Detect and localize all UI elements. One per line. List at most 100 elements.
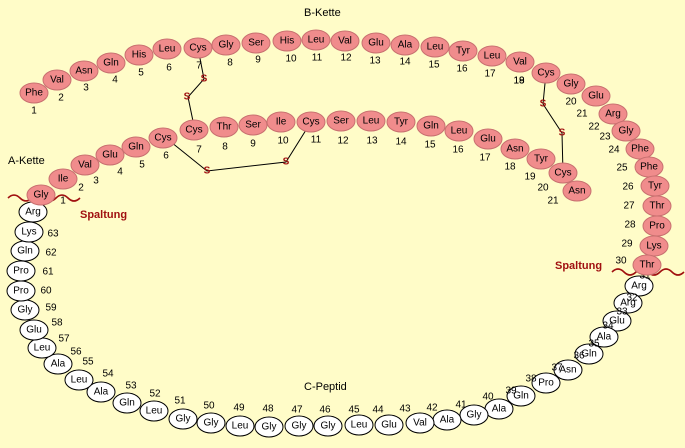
residue-label: Thr (650, 201, 666, 212)
sulfur-a7: S (184, 92, 191, 103)
residue-label: Gly (321, 421, 336, 432)
residue-label: Gly (204, 418, 219, 429)
residue-label: Cys (154, 133, 171, 144)
residue-ellipse (26, 184, 56, 206)
residue-ellipse (313, 415, 343, 437)
residue-ellipse (95, 144, 125, 166)
residue-number: 23 (599, 132, 611, 143)
residue-label: His (132, 50, 146, 61)
c-peptide-residue-58: Gly (10, 299, 40, 321)
residue-ellipse (152, 38, 182, 60)
b-chain-residue-11: Leu (301, 29, 331, 51)
b-chain-residue-12: Val (330, 30, 360, 52)
residue-label: Ala (51, 359, 66, 370)
residue-label: Cys (537, 68, 554, 79)
b-chain-residue-25: Phe (634, 156, 664, 178)
residue-number: 15 (424, 140, 436, 151)
b-chain-residue-21: Glu (581, 85, 611, 107)
a-chain-residue-9: Ser (238, 114, 268, 136)
residue-ellipse (356, 110, 386, 132)
residue-label: Cys (185, 125, 202, 136)
residue-number: 26 (622, 182, 634, 193)
residue-label: His (280, 36, 294, 47)
residue-number: 19 (524, 172, 536, 183)
residue-ellipse (86, 381, 116, 403)
residue-number: 47 (291, 405, 303, 416)
residue-number: 8 (227, 58, 233, 69)
residue-ellipse (301, 29, 331, 51)
residue-number: 44 (372, 405, 384, 416)
a-chain-residue-17: Glu (473, 128, 503, 150)
residue-number: 7 (196, 145, 202, 156)
residue-number: 4 (112, 75, 118, 86)
residue-number: 49 (233, 403, 245, 414)
a-chain-residue-1: Gly (26, 184, 56, 206)
residue-label: Ser (245, 120, 261, 131)
residue-label: Glu (381, 420, 397, 431)
residue-number: 59 (45, 303, 57, 314)
c-peptide-residue-48: Leu (225, 415, 255, 437)
residue-ellipse (124, 44, 154, 66)
b-chain-residue-8: Gly (211, 34, 241, 56)
residue-label: Leu (146, 406, 163, 417)
residue-label: Ala (440, 415, 455, 426)
c-peptide-residues: Arg31Arg32Glu33Ala34Gln35Asn36Pro37Gln38… (6, 201, 654, 438)
c-peptide-residue-50: Gly (168, 408, 198, 430)
residue-label: Ile (276, 117, 287, 128)
residue-label: Pro (538, 378, 554, 389)
residue-label: Gly (619, 126, 634, 137)
residue-number: 38 (525, 374, 537, 385)
residue-label: Tyr (456, 46, 471, 57)
b-chain-residue-9: Ser (241, 32, 271, 54)
residue-label: Gly (262, 422, 277, 433)
a-chain-residue-11: Cys (296, 111, 326, 133)
residue-label: Gly (467, 410, 482, 421)
residue-number: 5 (139, 160, 145, 171)
residue-label: Val (338, 36, 352, 47)
residue-number: 58 (51, 318, 63, 329)
residue-label: Gln (119, 398, 135, 409)
residue-ellipse (390, 34, 420, 56)
residue-number: 46 (319, 405, 331, 416)
c-peptide-residue-37: Pro (531, 372, 561, 394)
b-chain-residue-16: Tyr (448, 40, 478, 62)
residue-number: 8 (222, 142, 228, 153)
residue-ellipse (96, 52, 126, 74)
residue-ellipse (632, 254, 662, 276)
b-chain-residue-22: Arg (598, 103, 628, 125)
residue-label: Gln (581, 349, 597, 360)
residue-ellipse (416, 115, 446, 137)
residue-number: 52 (149, 389, 161, 400)
residue-ellipse (296, 111, 326, 133)
c-peptide-residue-40: Gly (459, 404, 489, 426)
a-chain-residue-21: Asn (562, 180, 592, 202)
residue-number: 15 (428, 60, 440, 71)
c-peptide-residue-43: Glu (374, 414, 404, 436)
residue-label: Val (78, 160, 92, 171)
a-chain-residues: Gly1Ile2Val3Glu4Gln5Cys6Cys7Thr8Ser9Ile1… (26, 110, 592, 207)
b-chain-residue-18: Val (505, 51, 535, 73)
residue-number: 28 (624, 220, 636, 231)
c-peptide-residue-51: Leu (139, 400, 169, 422)
residue-number: 53 (125, 381, 137, 392)
c-peptide-residue-57: Glu (19, 319, 49, 341)
disulfide-bonds (165, 47, 564, 174)
residue-number: 6 (166, 63, 172, 74)
b-chain-residue-24: Phe (625, 138, 655, 160)
a-chain-residue-13: Leu (356, 110, 386, 132)
b-chain-residues: Phe1Val2Asn3Gln4His5Leu6Cys7Gly8Ser9His1… (19, 29, 672, 276)
residue-ellipse (168, 408, 198, 430)
residue-number: 34 (602, 321, 614, 332)
residue-ellipse (43, 353, 73, 375)
residue-label: Leu (363, 116, 380, 127)
c-peptide-residue-60: Pro (6, 260, 36, 282)
b-chain-residue-6: Leu (152, 38, 182, 60)
residue-ellipse (254, 416, 284, 438)
residue-ellipse (556, 73, 586, 95)
residue-label: Leu (159, 44, 176, 55)
residue-label: Ile (58, 174, 69, 185)
residue-ellipse (326, 110, 356, 132)
residue-ellipse (562, 180, 592, 202)
